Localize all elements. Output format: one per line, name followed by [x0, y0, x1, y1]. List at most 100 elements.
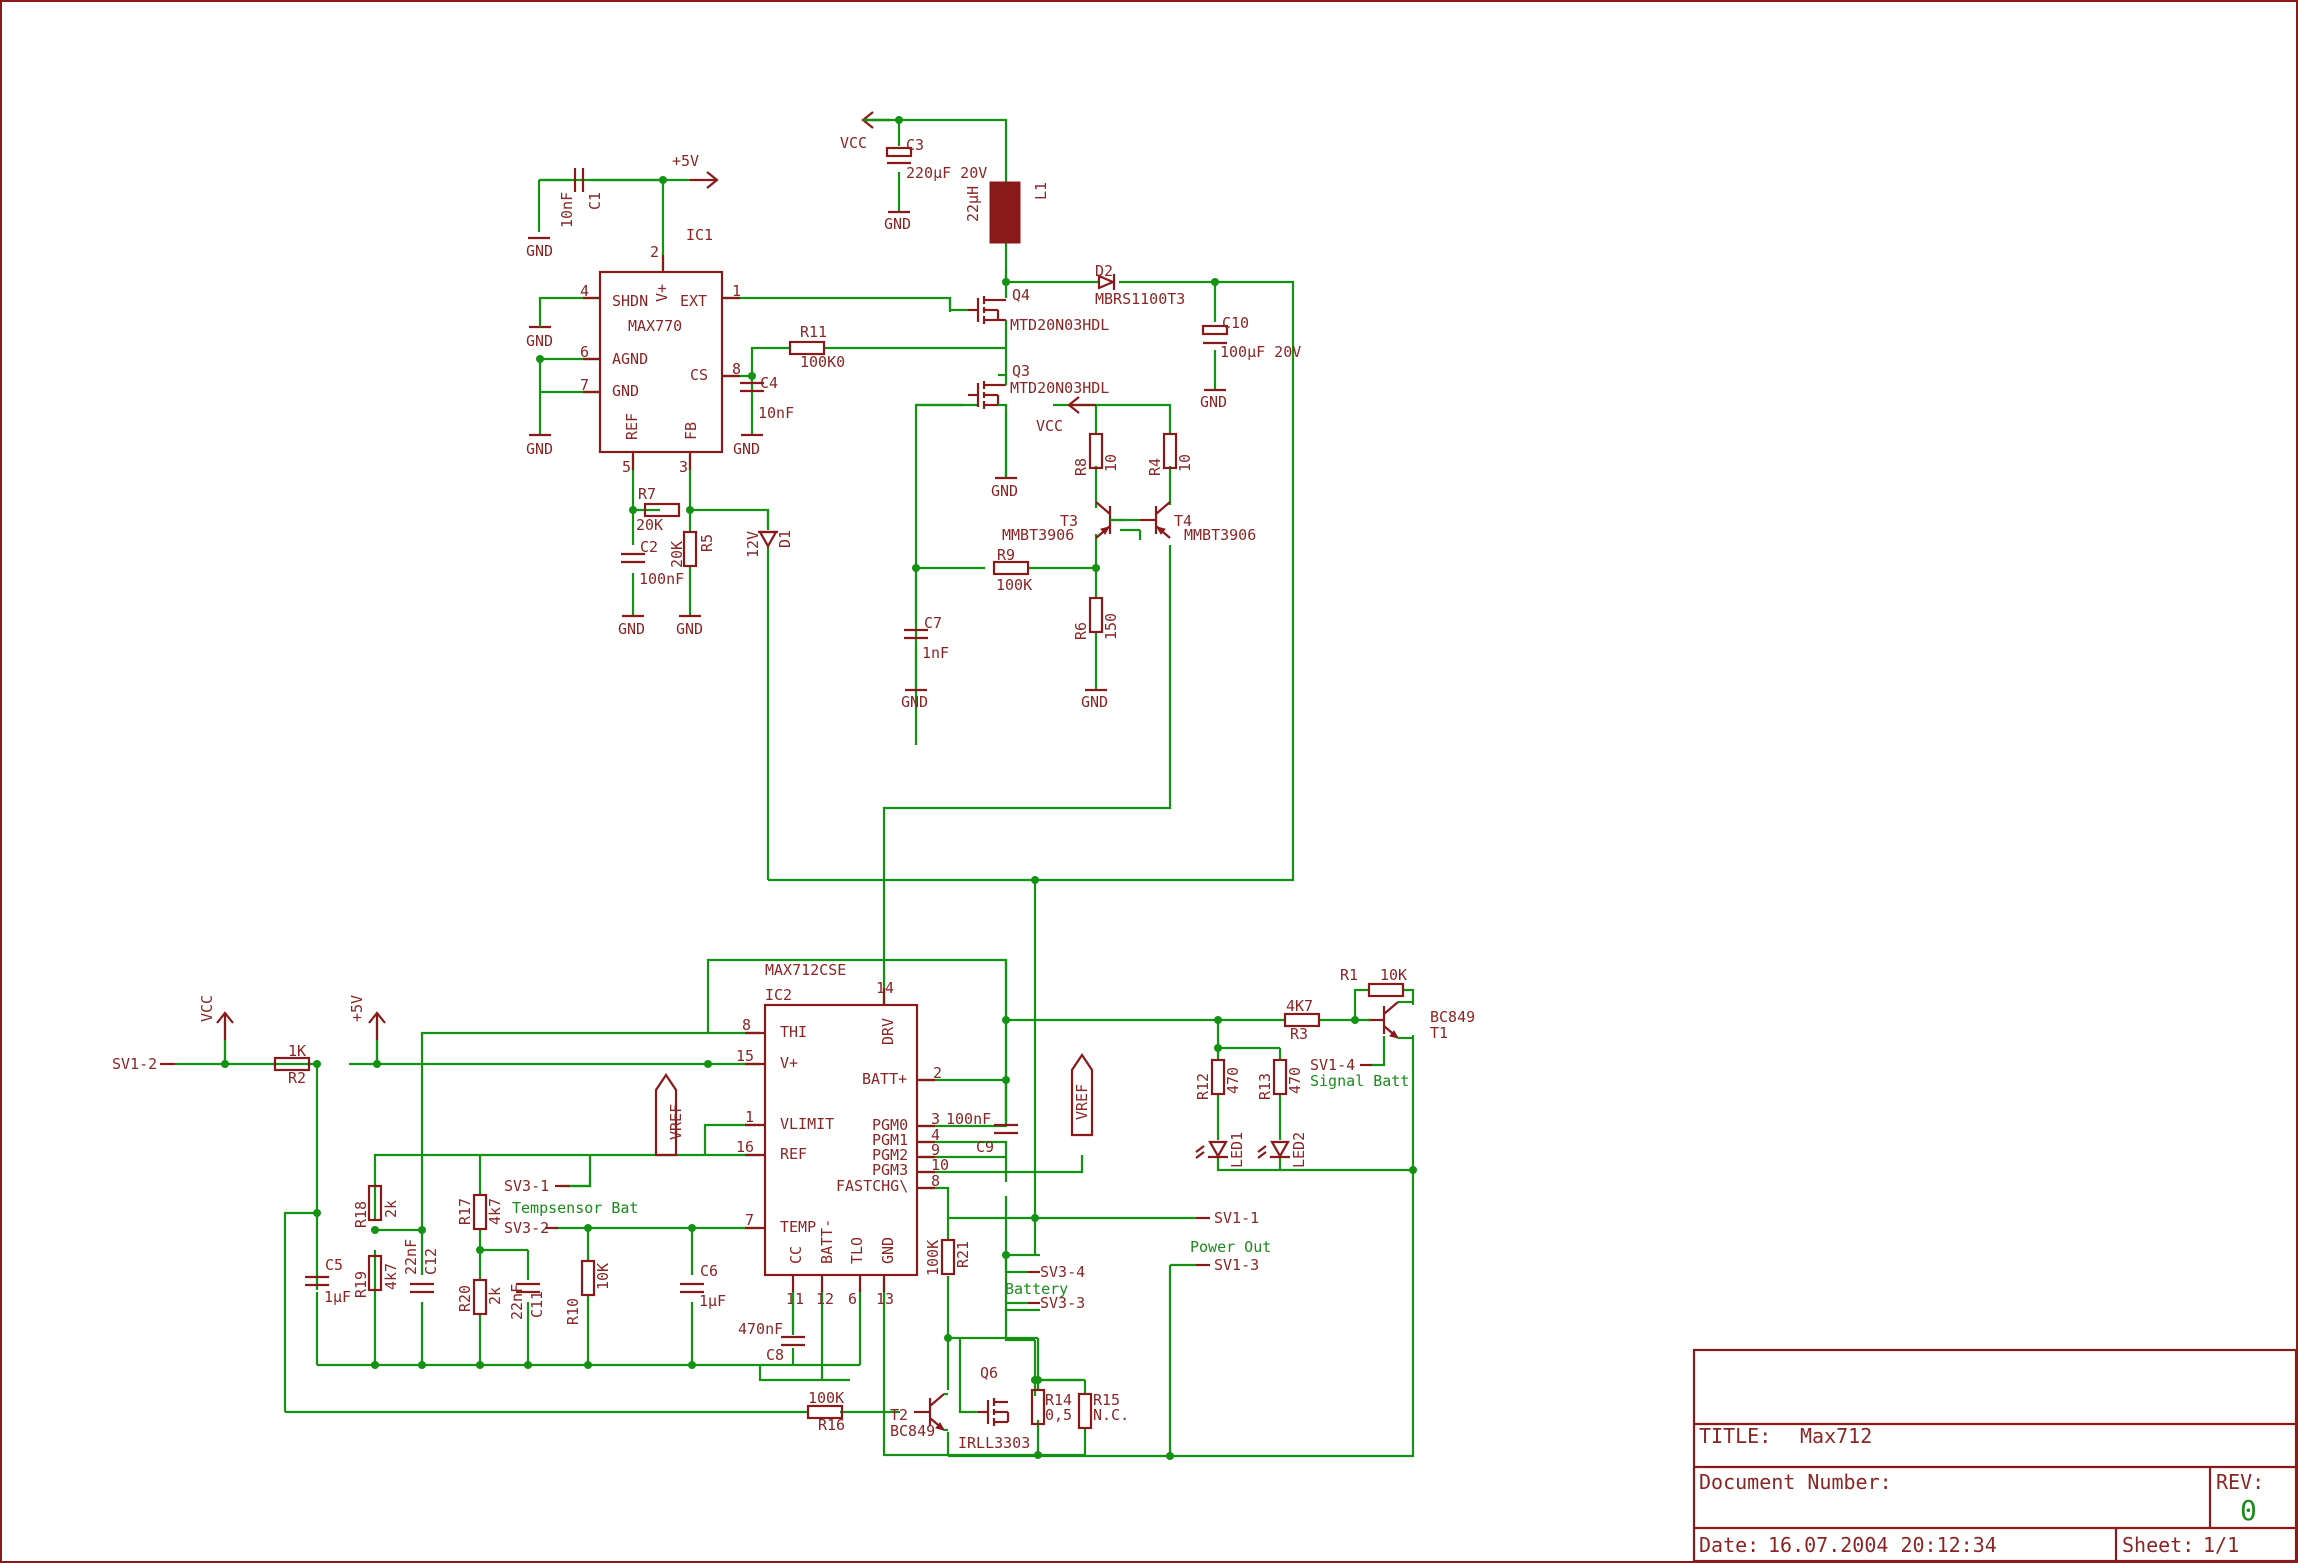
c1-value: 10nF: [558, 192, 576, 228]
r7-resistor: R7 20K: [636, 485, 681, 534]
d1-zener: 12V D1: [744, 510, 794, 558]
t2-value: BC849: [890, 1422, 935, 1440]
r17-name: R17: [456, 1198, 474, 1225]
r16-value: 100K: [808, 1389, 844, 1407]
c11-name: C11: [528, 1291, 546, 1318]
d2-name: D2: [1095, 262, 1113, 280]
ic2-pinnum: 13: [876, 1290, 894, 1308]
ic1-pin-ext: EXT: [680, 292, 707, 310]
r5-resistor: 20K R5 GND: [668, 530, 716, 638]
junctions: [221, 116, 1417, 1460]
vcc-top-label: VCC: [840, 134, 867, 152]
r19-resistor: R19 4k7: [352, 1254, 400, 1298]
sv3-3-connector: SV3-3: [1006, 1294, 1085, 1312]
sv3-4-connector: SV3-4: [1004, 1255, 1085, 1281]
sv1-2-label: SV1-2: [112, 1055, 157, 1073]
signal-batt-net-label: Signal Batt: [1310, 1072, 1409, 1090]
ic1-pinnum-5: 5: [622, 458, 631, 476]
r19-name: R19: [352, 1271, 370, 1298]
q3-mosfet: Q3 MTD20N03HDL GND: [916, 362, 1109, 500]
c5-value: 1µF: [324, 1288, 351, 1306]
c6-name: C6: [700, 1262, 718, 1280]
gnd-label: GND: [884, 215, 911, 233]
supply-5v-label: +5V: [672, 152, 699, 170]
led1-name: LED1: [1228, 1132, 1246, 1168]
r11-resistor: R11 100K0: [788, 323, 845, 371]
ic2-pinnum: 9: [931, 1141, 940, 1159]
ic1-pinnum-8: 8: [732, 360, 741, 378]
sv1-4-label: SV1-4: [1310, 1056, 1355, 1074]
sv3-4-label: SV3-4: [1040, 1263, 1085, 1281]
q4-name: Q4: [1012, 286, 1030, 304]
c8-capacitor: 470nF C8: [738, 1292, 807, 1364]
r1-value: 10K: [1380, 966, 1407, 984]
c6-capacitor: C6 1µF: [678, 1262, 726, 1310]
ic2-pin-temp: TEMP: [780, 1218, 816, 1236]
r1-name: R1: [1340, 966, 1358, 984]
t3-transistor: T3 MMBT3906: [1002, 500, 1128, 544]
r14-name: R14: [1045, 1391, 1072, 1409]
r2-resistor: 1K R2: [273, 1042, 311, 1087]
ic1-pinnum-6: 6: [580, 343, 589, 361]
q6-value: IRLL3303: [958, 1434, 1030, 1452]
r3-name: R3: [1290, 1025, 1308, 1043]
title-label: TITLE:: [1699, 1424, 1771, 1448]
ic1-type: MAX770: [628, 317, 682, 335]
r12-value: 470: [1224, 1067, 1242, 1094]
vcc-mid-label: VCC: [1036, 417, 1063, 435]
c2-value: 100nF: [639, 570, 684, 588]
ic2-pin-fastchg: FASTCHG\: [836, 1177, 908, 1195]
r9-resistor: R9 100K: [992, 546, 1032, 594]
c7-value: 1nF: [922, 644, 949, 662]
sv1-1-connector: SV1-1: [1196, 1209, 1259, 1227]
sv1-3-label: SV1-3: [1214, 1256, 1259, 1274]
date-label: Date:: [1699, 1533, 1759, 1557]
vcc-left-label: VCC: [198, 995, 216, 1022]
r21-value: 100K: [924, 1240, 942, 1276]
gnd-label: GND: [618, 620, 645, 638]
c12-value: 22nF: [402, 1239, 420, 1275]
date-value: 16.07.2004 20:12:34: [1768, 1533, 1997, 1557]
r12-name: R12: [1194, 1073, 1212, 1100]
vref-marker-right: VREF: [1070, 1053, 1094, 1137]
r13-resistor: R13 470: [1256, 1058, 1304, 1100]
c5-name: C5: [325, 1256, 343, 1274]
r17-resistor: R17 4k7: [456, 1193, 504, 1231]
r6-value: 150: [1102, 613, 1120, 640]
c4-name: C4: [760, 374, 778, 392]
r3-resistor: 4K7 R3: [1283, 997, 1321, 1043]
sv3-1-label: SV3-1: [504, 1177, 549, 1195]
r16-resistor: 100K R16: [806, 1389, 845, 1434]
ic2-pin-pgm0: PGM0: [872, 1116, 908, 1134]
r18-value: 2k: [382, 1200, 400, 1218]
l1-name: L1: [1032, 182, 1050, 200]
rev-label: REV:: [2216, 1470, 2264, 1494]
sv1-1-label: SV1-1: [1214, 1209, 1259, 1227]
led1: LED1: [1195, 1132, 1246, 1168]
r21-name: R21: [954, 1241, 972, 1268]
c10-capacitor: C10 100µF 20V GND: [1200, 314, 1301, 411]
q3-name: Q3: [1012, 362, 1030, 380]
ic2-pinnum: 6: [848, 1290, 857, 1308]
t4-transistor: T4 MMBT3906: [1126, 500, 1256, 544]
r4-resistor: R4 10: [1146, 432, 1194, 476]
5v-left-label: +5V: [348, 995, 366, 1022]
r8-value: 10: [1102, 454, 1120, 472]
c6-value: 1µF: [699, 1292, 726, 1310]
ic2-pin-pgm3: PGM3: [872, 1161, 908, 1179]
r8-resistor: R8 10: [1072, 432, 1120, 476]
r8-name: R8: [1072, 458, 1090, 476]
c12-capacitor: 22nF C12: [402, 1239, 440, 1294]
ic1-pin-vplus: V+: [653, 284, 671, 302]
document-number-label: Document Number:: [1699, 1470, 1892, 1494]
c1-capacitor: 10nF C1 GND: [526, 166, 604, 260]
r12-resistor: R12 470: [1194, 1058, 1242, 1100]
c9-name: C9: [976, 1138, 994, 1156]
q3-value: MTD20N03HDL: [1010, 379, 1109, 397]
gnd-label: GND: [733, 440, 760, 458]
sheet-label: Sheet:: [2122, 1533, 2194, 1557]
sv3-2-label: SV3-2: [504, 1219, 549, 1237]
ic2-pinnum: 14: [876, 979, 894, 997]
battery-net-label: Battery: [1005, 1280, 1068, 1298]
